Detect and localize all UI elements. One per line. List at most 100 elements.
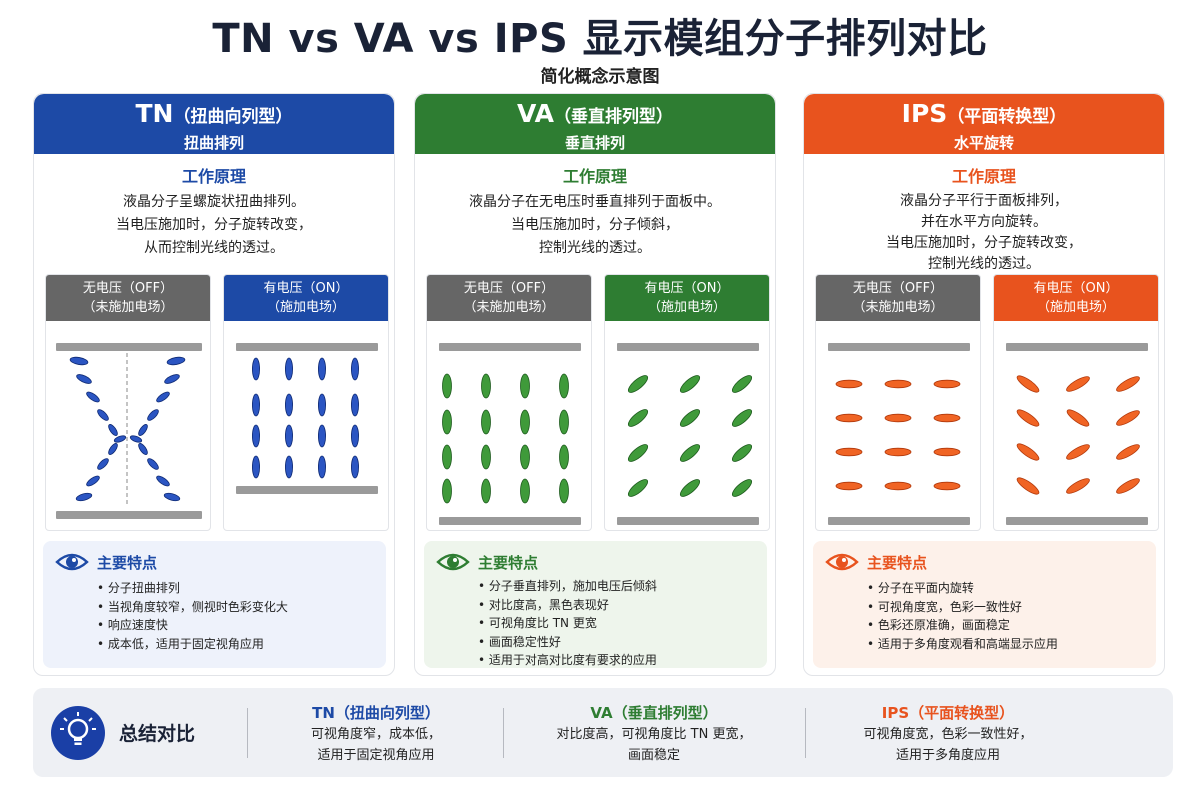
molecule xyxy=(679,409,701,427)
molecule xyxy=(679,444,701,462)
molecule xyxy=(835,447,863,457)
molecule xyxy=(442,478,452,504)
molecule xyxy=(835,413,863,423)
molecule xyxy=(627,444,649,462)
molecule xyxy=(520,409,530,435)
molecule xyxy=(933,379,961,389)
feature-item: 可视角度比 TN 更宽 xyxy=(478,614,755,633)
molecule xyxy=(97,458,109,470)
molecule xyxy=(1116,376,1140,392)
molecule xyxy=(129,435,143,443)
molecule xyxy=(285,393,294,417)
wp-line: 液晶分子呈螺旋状扭曲排列。 xyxy=(123,194,305,210)
glass-plate-top xyxy=(236,343,378,351)
off-label: 无电压（OFF） xyxy=(82,281,174,296)
panel-tn-wp-text: 液晶分子呈螺旋状扭曲排列。 当电压施加时，分子旋转改变， 从而控制光线的透过。 xyxy=(34,191,394,260)
panel-va-paren: （垂直排列型） xyxy=(554,107,673,127)
summary-line: 可视角度宽，色彩一致性好， xyxy=(863,727,1033,742)
va-off-header: 无电压（OFF） （未施加电场） xyxy=(427,275,591,321)
molecule xyxy=(86,391,100,403)
divider xyxy=(805,708,806,758)
tn-off-molecules xyxy=(56,343,202,519)
feature-item: 成本低，适用于固定视角应用 xyxy=(97,635,374,654)
off-sub: （未施加电场） xyxy=(852,300,944,315)
molecule xyxy=(1116,478,1140,494)
molecule xyxy=(933,481,961,491)
va-on-molecules xyxy=(617,343,759,525)
glass-plate-bottom xyxy=(1006,517,1148,525)
wp-line: 当电压施加时，分子旋转改变， xyxy=(116,217,312,233)
molecule xyxy=(113,435,127,443)
molecule xyxy=(731,375,753,393)
molecule xyxy=(318,357,327,381)
molecule xyxy=(251,455,260,479)
molecule xyxy=(731,479,753,497)
panel-ips-sub: 水平旋转 xyxy=(953,134,1014,152)
molecule xyxy=(147,458,159,470)
panel-ips-wp-title: 工作原理 xyxy=(951,167,1016,186)
panel-va-sub: 垂直排列 xyxy=(564,134,625,152)
molecule xyxy=(1066,409,1090,427)
ips-on-header: 有电压（ON） （施加电场） xyxy=(994,275,1158,321)
ips-on-diagram: 有电压（ON） （施加电场） xyxy=(993,274,1159,531)
va-features-title: 主要特点 xyxy=(478,553,539,572)
eye-icon xyxy=(825,553,859,571)
va-off-molecules xyxy=(439,343,581,525)
eye-icon xyxy=(55,553,89,571)
panel-va-header: VA（垂直排列型） 垂直排列 xyxy=(415,94,775,154)
wp-line: 液晶分子平行于面板排列， xyxy=(900,193,1068,209)
molecule xyxy=(351,357,360,381)
molecule xyxy=(138,424,148,436)
molecule xyxy=(481,373,491,399)
molecule xyxy=(156,475,170,487)
glass-plate-top xyxy=(1006,343,1148,351)
off-label: 无电压（OFF） xyxy=(852,281,944,296)
feature-item: 对比度高，黑色表现好 xyxy=(478,596,755,615)
summary-tn-title: TN（扭曲向列型） xyxy=(312,704,440,722)
molecule xyxy=(559,409,569,435)
summary-tn: TN（扭曲向列型） 可视角度窄，成本低， 适用于固定视角应用 xyxy=(271,702,481,766)
off-label: 无电压（OFF） xyxy=(463,281,555,296)
molecule xyxy=(933,447,961,457)
ips-on-molecules xyxy=(1006,343,1148,525)
molecule xyxy=(1066,444,1090,460)
on-sub: （施加电场） xyxy=(647,300,726,315)
on-label: 有电压（ON） xyxy=(644,281,730,296)
molecule xyxy=(731,444,753,462)
tn-features: 主要特点 分子扭曲排列 当视角度较窄，侧视时色彩变化大 响应速度快 成本低，适用… xyxy=(43,541,386,668)
ips-off-diagram: 无电压（OFF） （未施加电场） xyxy=(815,274,981,531)
summary-title: 总结对比 xyxy=(119,723,196,745)
molecule xyxy=(1016,375,1040,393)
glass-plate-top xyxy=(617,343,759,351)
molecule xyxy=(884,447,912,457)
molecule xyxy=(559,444,569,470)
summary-ips-title: IPS（平面转换型） xyxy=(881,704,1015,722)
feature-item: 画面稳定性好 xyxy=(478,633,755,652)
molecule xyxy=(75,492,93,502)
panel-ips: IPS（平面转换型） 水平旋转 工作原理 液晶分子平行于面板排列， 并在水平方向… xyxy=(803,93,1165,676)
molecule xyxy=(442,409,452,435)
panel-ips-name: IPS xyxy=(901,99,948,128)
on-label: 有电压（ON） xyxy=(263,281,349,296)
lightbulb-icon xyxy=(51,706,105,760)
ips-features-title: 主要特点 xyxy=(867,553,928,572)
feature-item: 响应速度快 xyxy=(97,616,374,635)
molecule xyxy=(559,478,569,504)
tn-off-header: 无电压（OFF） （未施加电场） xyxy=(46,275,210,321)
va-on-diagram: 有电压（ON） （施加电场） xyxy=(604,274,770,531)
wp-line: 控制光线的透过。 xyxy=(539,240,651,256)
molecule xyxy=(520,373,530,399)
ips-feature-list: 分子在平面内旋转 可视角度宽，色彩一致性好 色彩还原准确，画面稳定 适用于多角度… xyxy=(867,579,1144,653)
molecule xyxy=(318,455,327,479)
molecule xyxy=(1116,410,1140,426)
molecule xyxy=(835,481,863,491)
wp-line: 控制光线的透过。 xyxy=(928,256,1040,272)
page-title: TN vs VA vs IPS 显示模组分子排列对比 xyxy=(212,16,988,62)
on-sub: （施加电场） xyxy=(1036,300,1115,315)
panel-va-wp-text: 液晶分子在无电压时垂直排列于面板中。 当电压施加时，分子倾斜， 控制光线的透过。 xyxy=(415,191,775,260)
divider xyxy=(503,708,504,758)
molecule xyxy=(97,409,109,421)
summary-line: 画面稳定 xyxy=(627,748,680,763)
va-on-header: 有电压（ON） （施加电场） xyxy=(605,275,769,321)
glass-plate-bottom xyxy=(617,517,759,525)
